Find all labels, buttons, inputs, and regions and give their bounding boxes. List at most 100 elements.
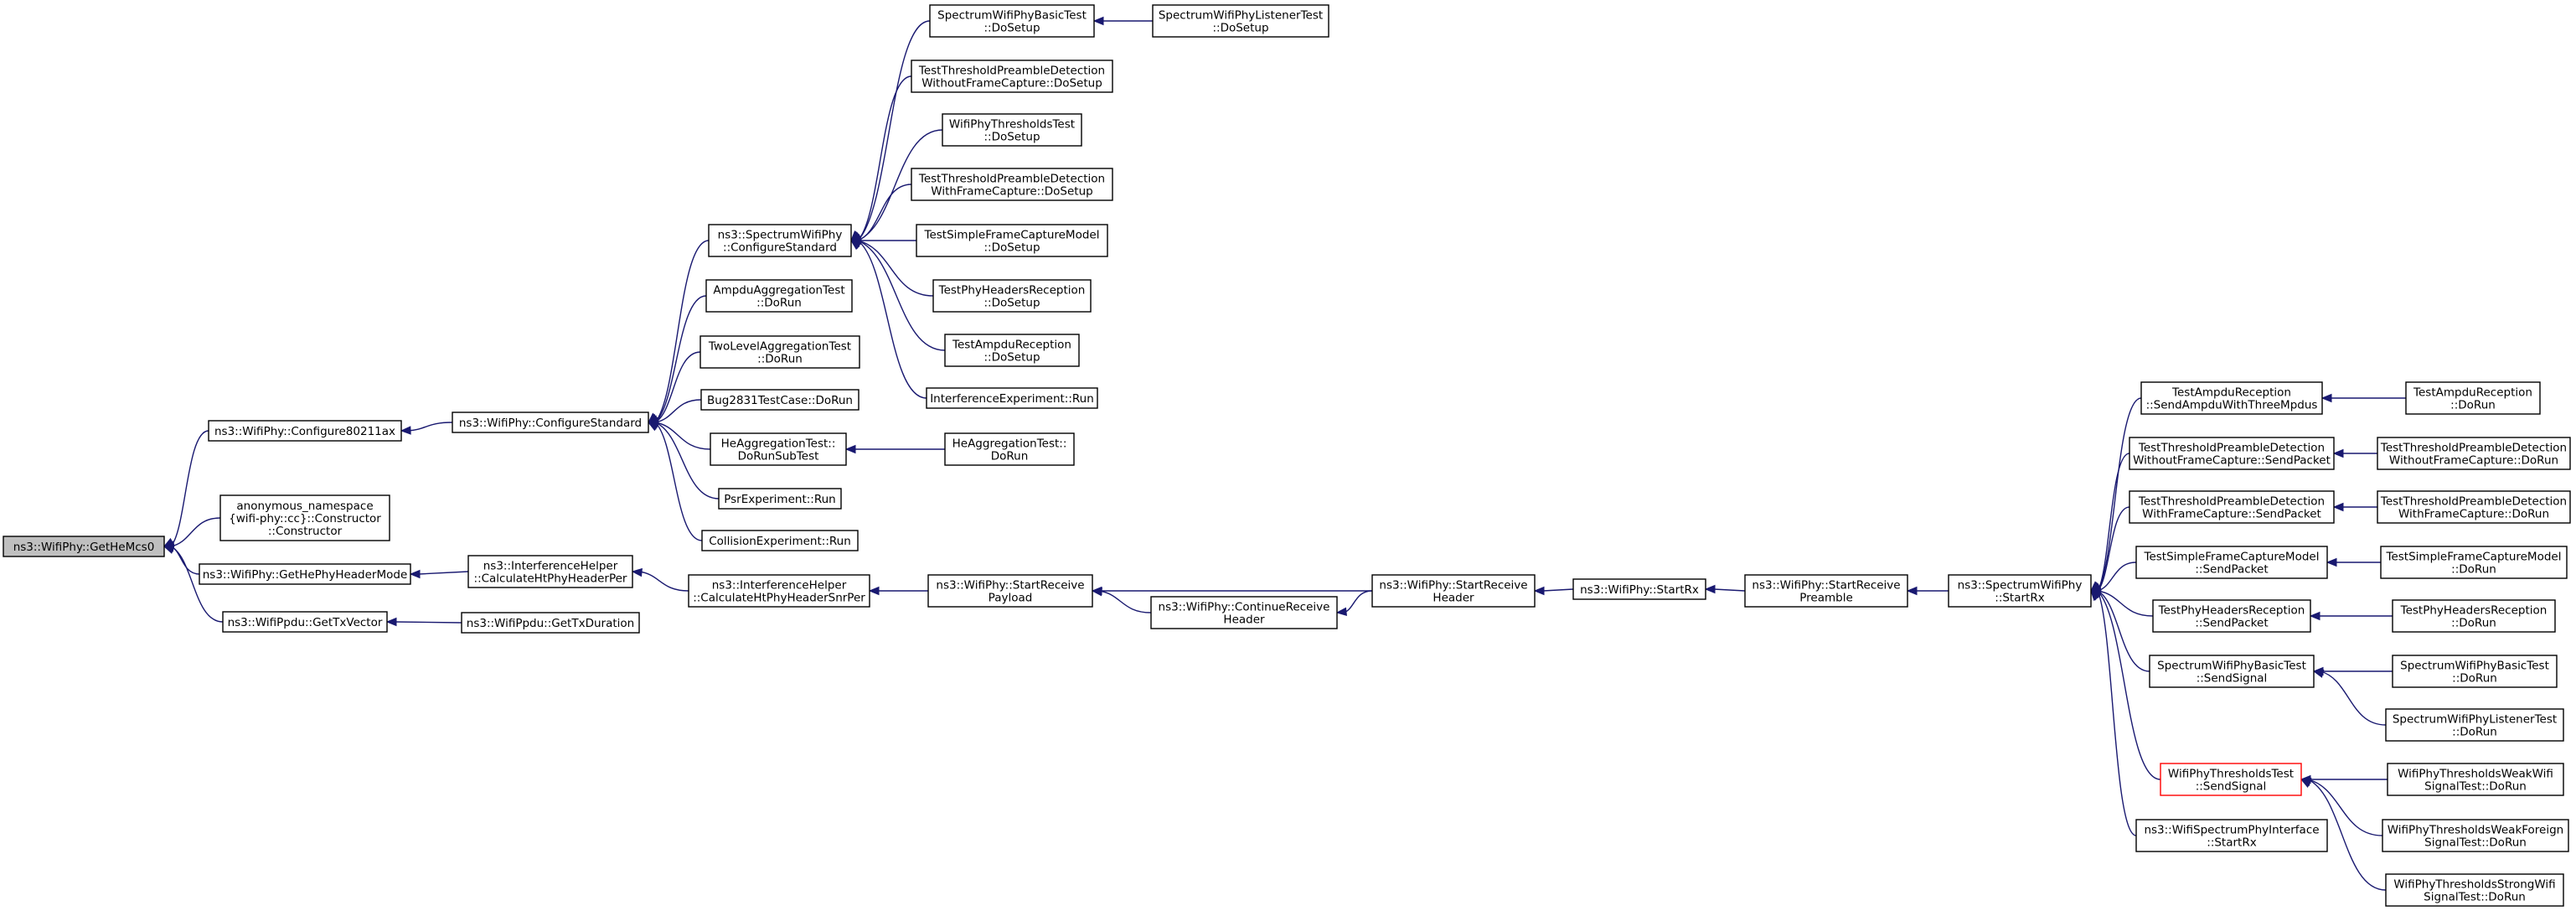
node-tphr-setup[interactable]: TestPhyHeadersReception::DoSetup bbox=[932, 279, 1092, 313]
node-tphr-do-run[interactable]: TestPhyHeadersReception::DoRun bbox=[2392, 599, 2556, 633]
node-wptstrong-wifi[interactable]: WifiPhyThresholdsStrongWifiSignalTest::D… bbox=[2385, 873, 2564, 907]
node-label: SpectrumWifiPhyListenerTest bbox=[2393, 713, 2557, 727]
node-swplistener-do-run[interactable]: SpectrumWifiPhyListenerTest::DoRun bbox=[2385, 708, 2564, 742]
node-box bbox=[467, 555, 633, 588]
node-label: ns3::WifiPhy::ConfigureStandard bbox=[459, 417, 642, 430]
node-tar-send-ampdu[interactable]: TestAmpduReception::SendAmpduWithThreeMp… bbox=[2140, 381, 2323, 415]
node-ttpd-fc-send[interactable]: TestThresholdPreambleDetectionWithFrameC… bbox=[2129, 490, 2335, 524]
node-tar-do-run[interactable]: TestAmpduReception::DoRun bbox=[2405, 381, 2541, 415]
node-tar-setup[interactable]: TestAmpduReception::DoSetup bbox=[944, 334, 1080, 367]
node-label: TestSimpleFrameCaptureModel bbox=[2386, 551, 2562, 564]
node-wptweak-foreign[interactable]: WifiPhyThresholdsWeakForeignSignalTest::… bbox=[2382, 819, 2569, 852]
node-wpthresholds-setup[interactable]: WifiPhyThresholdsTest::DoSetup bbox=[942, 113, 1082, 147]
node-box bbox=[2377, 490, 2571, 524]
node-label: ns3::WifiPhy::StartRx bbox=[1580, 583, 1699, 597]
node-wp-configure-standard[interactable]: ns3::WifiPhy::ConfigureStandard bbox=[452, 412, 649, 433]
node-label: {wifi-phy::cc}::Constructor bbox=[229, 512, 381, 525]
node-label: anonymous_namespace bbox=[236, 499, 373, 513]
node-label: ::StartRx bbox=[2207, 836, 2256, 850]
node-tsfcm-setup[interactable]: TestSimpleFrameCaptureModel::DoSetup bbox=[916, 224, 1108, 257]
edge-ttpd-no-fc-send-to-ttpd-no-fc-do-run bbox=[2332, 448, 2377, 458]
node-ttpd-no-fc-do-run[interactable]: TestThresholdPreambleDetectionWithoutFra… bbox=[2377, 437, 2571, 470]
node-label: TestPhyHeadersReception bbox=[2158, 604, 2305, 618]
node-label: WithoutFrameCapture::DoSetup bbox=[921, 77, 1102, 91]
node-label: WithFrameCapture::DoSetup bbox=[931, 185, 1092, 199]
node-ampdu-agg-test[interactable]: AmpduAggregationTest::DoRun bbox=[705, 279, 853, 313]
node-wspi-start-rx[interactable]: ns3::WifiSpectrumPhyInterface::StartRx bbox=[2135, 819, 2328, 852]
node-box bbox=[222, 611, 388, 633]
node-he-agg-do-run[interactable]: HeAggregationTest::DoRun bbox=[944, 432, 1075, 466]
node-box bbox=[911, 168, 1113, 201]
node-label: ns3::WifiPhy::StartReceive bbox=[1379, 579, 1527, 593]
edge-swpbasic-send-to-swplistener-do-run bbox=[2312, 669, 2387, 726]
node-bug2831[interactable]: Bug2831TestCase::DoRun bbox=[700, 389, 860, 411]
edge-swp-configure-standard-to-ttpd-fc-setup bbox=[849, 184, 912, 243]
node-tphr-send[interactable]: TestPhyHeadersReception::SendPacket bbox=[2152, 599, 2311, 633]
edge-start-receive-preamble-to-swp-start-rx bbox=[1906, 586, 1949, 596]
node-swplistener-setup[interactable]: SpectrumWifiPhyListenerTest::DoSetup bbox=[1152, 4, 1329, 38]
node-wptweak-wifi[interactable]: WifiPhyThresholdsWeakWifiSignalTest::DoR… bbox=[2387, 763, 2564, 796]
node-box bbox=[2392, 655, 2558, 688]
node-box bbox=[2129, 490, 2335, 524]
node-swpbasic-setup[interactable]: SpectrumWifiPhyBasicTest::DoSetup bbox=[929, 4, 1095, 38]
node-ttpd-no-fc-send[interactable]: TestThresholdPreambleDetectionWithoutFra… bbox=[2129, 437, 2335, 470]
edge-get-he-mcs0-to-get-tx-vector bbox=[163, 545, 224, 623]
node-label: ::DoSetup bbox=[983, 131, 1040, 144]
node-swpbasic-do-run[interactable]: SpectrumWifiPhyBasicTest::DoRun bbox=[2392, 655, 2558, 688]
node-label: CollisionExperiment::Run bbox=[709, 535, 851, 548]
node-get-tx-vector[interactable]: ns3::WifiPpdu::GetTxVector bbox=[222, 611, 388, 633]
node-he-agg-sub-test[interactable]: HeAggregationTest::DoRunSubTest bbox=[710, 432, 847, 466]
edge-swpbasic-setup-to-swplistener-setup bbox=[1092, 16, 1153, 26]
node-psr-exp[interactable]: PsrExperiment::Run bbox=[718, 488, 842, 510]
node-calc-ht-phy-header-snr-per[interactable]: ns3::InterferenceHelper::CalculateHtPhyH… bbox=[688, 574, 870, 608]
node-interf-exp[interactable]: InterferenceExperiment::Run bbox=[926, 387, 1098, 409]
edge-wp-configure-standard-to-ampdu-agg-test bbox=[647, 295, 707, 423]
node-wpthresholds-send[interactable]: WifiPhyThresholdsTest::SendSignal bbox=[2160, 763, 2302, 796]
node-label: ::DoRun bbox=[2451, 563, 2496, 577]
node-get-he-mcs0[interactable]: ns3::WifiPhy::GetHeMcs0 bbox=[3, 536, 165, 557]
node-label: WithoutFrameCapture::DoRun bbox=[2389, 454, 2558, 468]
node-collision-exp[interactable]: CollisionExperiment::Run bbox=[701, 530, 859, 551]
node-get-tx-duration[interactable]: ns3::WifiPpdu::GetTxDuration bbox=[461, 612, 640, 634]
node-ttpd-no-fc-setup[interactable]: TestThresholdPreambleDetectionWithoutFra… bbox=[911, 60, 1113, 93]
node-box bbox=[2377, 437, 2571, 470]
node-label: HeAggregationTest:: bbox=[721, 437, 836, 451]
node-two-level-agg[interactable]: TwoLevelAggregationTest::DoRun bbox=[699, 335, 860, 369]
node-tsfcm-send[interactable]: TestSimpleFrameCaptureModel::SendPacket bbox=[2135, 546, 2328, 579]
node-box bbox=[942, 113, 1082, 147]
node-label: WithFrameCapture::SendPacket bbox=[2142, 508, 2321, 521]
node-box bbox=[1572, 578, 1706, 600]
node-label: ::DoRun bbox=[756, 297, 802, 310]
edge-tar-send-ampdu-to-tar-do-run bbox=[2320, 393, 2406, 403]
node-label: ::StartRx bbox=[1995, 592, 2044, 605]
node-label: TestThresholdPreambleDetection bbox=[2380, 442, 2567, 455]
edge-swp-start-rx-to-ttpd-no-fc-send bbox=[2089, 453, 2130, 592]
node-label: HeAggregationTest:: bbox=[952, 437, 1067, 451]
node-label: Bug2831TestCase::DoRun bbox=[707, 394, 853, 407]
node-label: TestThresholdPreambleDetection bbox=[2138, 442, 2325, 455]
edge-swp-configure-standard-to-swpbasic-setup bbox=[850, 20, 931, 241]
node-get-he-phy-header-mode[interactable]: ns3::WifiPhy::GetHePhyHeaderMode bbox=[199, 563, 411, 585]
node-box bbox=[3, 536, 165, 557]
node-calc-ht-phy-header-per[interactable]: ns3::InterferenceHelper::CalculateHtPhyH… bbox=[467, 555, 633, 588]
node-tsfcm-do-run[interactable]: TestSimpleFrameCaptureModel::DoRun bbox=[2380, 546, 2568, 579]
node-swp-start-rx[interactable]: ns3::SpectrumWifiPhy::StartRx bbox=[1948, 574, 2092, 608]
node-swpbasic-send[interactable]: SpectrumWifiPhyBasicTest::SendSignal bbox=[2149, 655, 2315, 688]
node-swp-configure-standard[interactable]: ns3::SpectrumWifiPhy::ConfigureStandard bbox=[708, 224, 852, 257]
node-box bbox=[700, 389, 860, 411]
node-label: TestSimpleFrameCaptureModel bbox=[2144, 551, 2320, 564]
node-anon-ctor[interactable]: anonymous_namespace{wifi-phy::cc}::Const… bbox=[219, 494, 390, 541]
node-wp-start-rx[interactable]: ns3::WifiPhy::StartRx bbox=[1572, 578, 1706, 600]
node-label: Header bbox=[1223, 613, 1265, 627]
node-label: TestAmpduReception bbox=[2171, 386, 2291, 400]
node-label: ::DoSetup bbox=[983, 22, 1040, 35]
node-ttpd-fc-setup[interactable]: TestThresholdPreambleDetectionWithFrameC… bbox=[911, 168, 1113, 201]
edge-continue-receive-header-to-start-receive-header bbox=[1335, 590, 1373, 617]
node-configure80211ax[interactable]: ns3::WifiPhy::Configure80211ax bbox=[208, 420, 402, 442]
node-label: ns3::WifiSpectrumPhyInterface bbox=[2144, 824, 2319, 837]
node-ttpd-fc-do-run[interactable]: TestThresholdPreambleDetectionWithFrameC… bbox=[2377, 490, 2571, 524]
